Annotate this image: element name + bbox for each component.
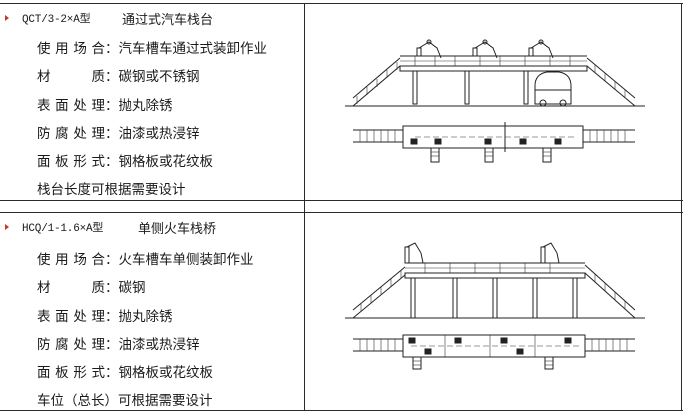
- product-spec-block-1: QCT/3-2×A型 通过式汽车栈台 使用场合：汽车槽车通过式装卸作业 材 质：…: [0, 6, 304, 200]
- truck-platform-plan: [353, 122, 635, 163]
- product-model-code: HCQ/1-1.6×A型: [22, 223, 104, 235]
- product-name: 通过式汽车栈台: [122, 13, 214, 28]
- rail-trestle-drawing: [345, 242, 645, 370]
- product-title-row: HCQ/1-1.6×A型 单侧火车栈桥: [0, 215, 304, 239]
- loading-arm-icon: [404, 242, 424, 264]
- loading-arm-icon: [416, 39, 442, 59]
- table-right-border: [681, 3, 682, 411]
- product-name: 单侧火车栈桥: [138, 222, 217, 237]
- bullet-marker-icon: [5, 15, 9, 21]
- rail-trestle-elevation: [345, 242, 645, 319]
- spec-anticorrosion: 防腐处理：油漆或热浸锌: [37, 337, 200, 353]
- table-row-divider-1: [0, 200, 683, 201]
- spec-surface: 表面处理：抛丸除锈: [37, 98, 173, 114]
- product-title-row: QCT/3-2×A型 通过式汽车栈台: [0, 6, 304, 30]
- spec-panel: 面板形式：钢格板或花纹板: [37, 365, 213, 381]
- table-row-divider-2: [0, 212, 683, 213]
- spec-panel: 面板形式：钢格板或花纹板: [37, 154, 213, 170]
- tanker-truck-icon: [534, 71, 572, 107]
- truck-platform-drawing: [345, 39, 645, 163]
- spec-anticorrosion: 防腐处理：油漆或热浸锌: [37, 126, 200, 142]
- spec-note: 栈台长度可根据需要设计: [37, 182, 186, 198]
- rail-trestle-plan: [353, 334, 635, 370]
- truck-platform-elevation: [345, 39, 645, 107]
- spec-usage: 使用场合：汽车槽车通过式装卸作业: [37, 41, 267, 57]
- table-bottom-border: [0, 410, 683, 411]
- spec-material: 材 质：碳钢: [37, 280, 146, 296]
- loading-arm-icon: [528, 39, 554, 59]
- spec-note: 车位（总长）可根据需要设计: [37, 393, 213, 409]
- product-spec-block-2: HCQ/1-1.6×A型 单侧火车栈桥 使用场合：火车槽车单侧装卸作业 材 质：…: [0, 215, 304, 410]
- spec-surface: 表面处理：抛丸除锈: [37, 309, 173, 325]
- spec-usage: 使用场合：火车槽车单侧装卸作业: [37, 252, 254, 268]
- bullet-marker-icon: [5, 224, 9, 230]
- table-top-border: [0, 3, 683, 4]
- loading-arm-icon: [540, 242, 560, 264]
- product-model-code: QCT/3-2×A型: [22, 14, 91, 26]
- loading-arm-icon: [472, 39, 498, 59]
- table-column-divider: [304, 3, 305, 411]
- spec-material: 材 质：碳钢或不锈钢: [37, 69, 200, 85]
